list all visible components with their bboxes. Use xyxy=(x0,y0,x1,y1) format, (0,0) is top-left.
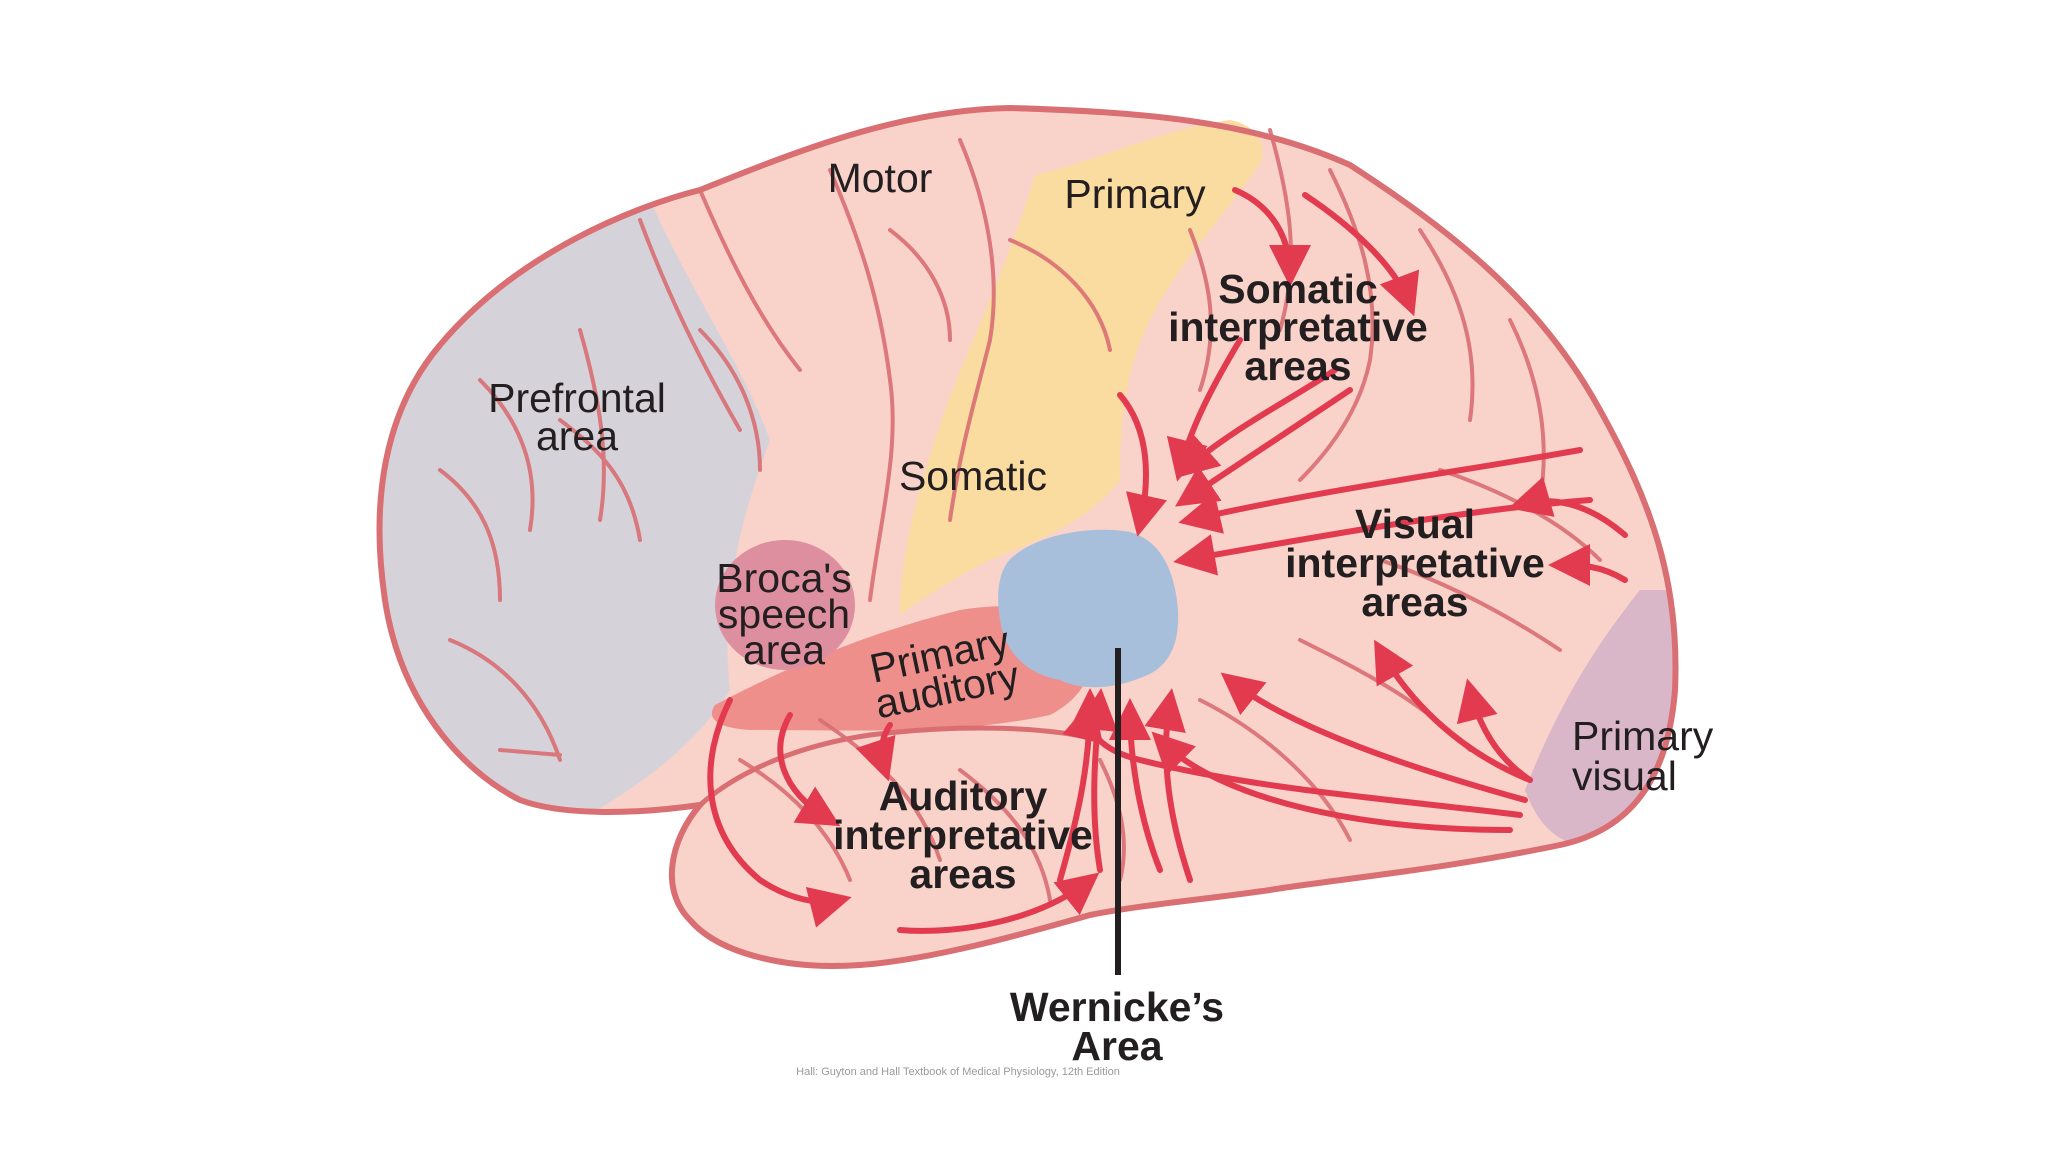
svg-text:speech: speech xyxy=(718,591,850,637)
somatic-label: Somatic xyxy=(899,453,1047,499)
svg-text:visual: visual xyxy=(1572,753,1677,799)
svg-text:Broca's: Broca's xyxy=(716,555,851,601)
wernicke-label: Wernicke’s Area xyxy=(1010,984,1224,1069)
svg-text:Somatic: Somatic xyxy=(1218,266,1378,312)
svg-text:Prefrontal: Prefrontal xyxy=(488,375,666,421)
svg-text:areas: areas xyxy=(909,851,1016,897)
svg-text:Auditory: Auditory xyxy=(879,773,1048,819)
broca-region xyxy=(715,540,855,670)
wernicke-region xyxy=(998,529,1179,688)
svg-text:Visual: Visual xyxy=(1355,501,1475,547)
svg-text:Area: Area xyxy=(1071,1023,1163,1069)
primary-somatic-label: Primary xyxy=(1064,171,1206,217)
association-arrows xyxy=(707,187,1628,934)
svg-text:Wernicke’s: Wernicke’s xyxy=(1010,984,1224,1030)
broca-label: Broca's speech area xyxy=(716,555,851,673)
svg-text:Primary: Primary xyxy=(1572,713,1714,759)
svg-text:interpretative: interpretative xyxy=(1285,540,1545,586)
svg-text:interpretative: interpretative xyxy=(1168,304,1428,350)
visual-interpretative-label: Visual interpretative areas xyxy=(1285,501,1545,625)
motor-label: Motor xyxy=(828,155,933,201)
somatic-interpretative-label: Somatic interpretative areas xyxy=(1168,266,1428,389)
primary-auditory-region xyxy=(711,606,1093,731)
prefrontal-label: Prefrontal area xyxy=(488,375,666,459)
brain-outline xyxy=(376,104,1679,969)
primary-visual-label: Primary visual xyxy=(1572,713,1714,799)
primary-somatic-region xyxy=(900,120,1263,615)
auditory-interpretative-label: Auditory interpretative areas xyxy=(833,773,1093,897)
svg-text:area: area xyxy=(743,627,825,673)
svg-text:interpretative: interpretative xyxy=(833,812,1093,858)
svg-text:areas: areas xyxy=(1361,579,1468,625)
source-credit: Hall: Guyton and Hall Textbook of Medica… xyxy=(796,1066,1120,1078)
svg-text:area: area xyxy=(536,413,618,459)
svg-text:areas: areas xyxy=(1244,343,1351,389)
